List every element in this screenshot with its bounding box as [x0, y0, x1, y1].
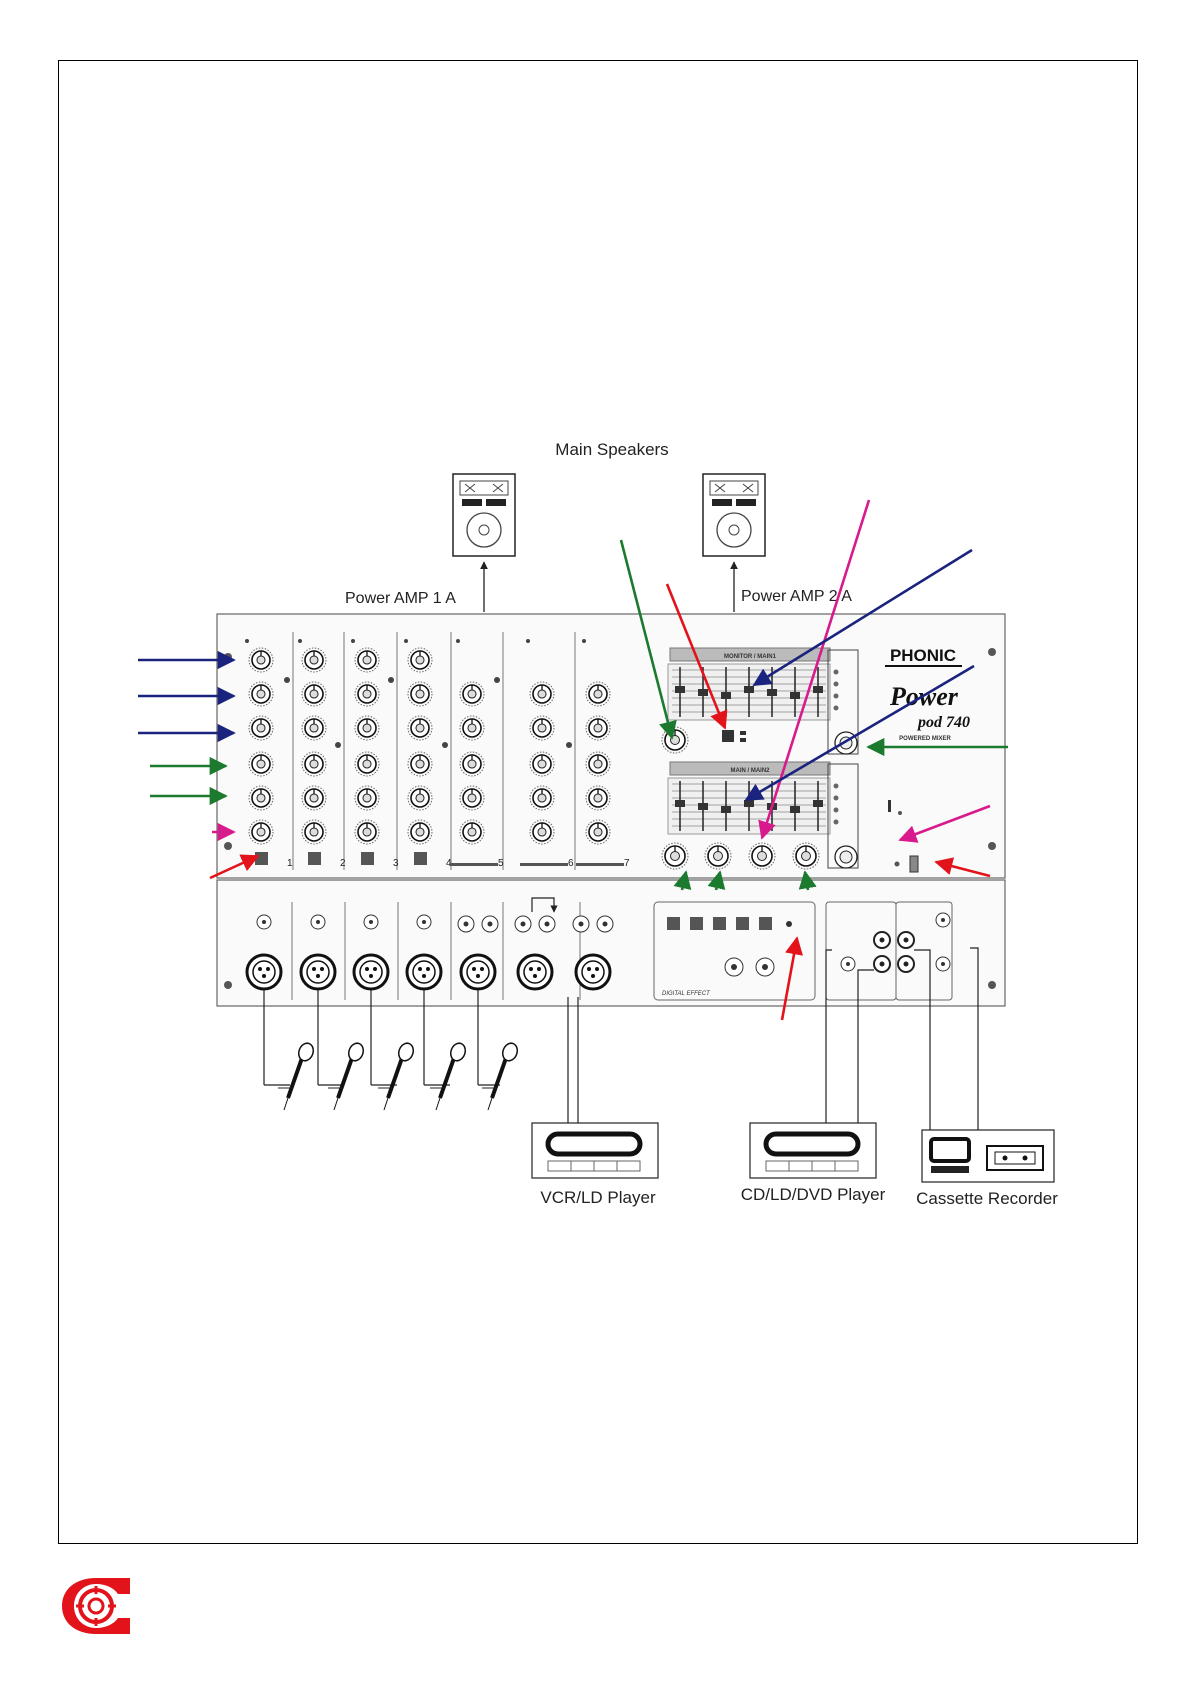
microphone-icon: [278, 1041, 316, 1110]
brand-logo: PHONIC: [890, 646, 956, 665]
digital-effect-label: DIGITAL EFFECT: [662, 991, 711, 997]
microphone-icon: [328, 1041, 366, 1110]
cd-ld-dvd-player: [750, 1123, 876, 1178]
cd-player-label: CD/LD/DVD Player: [741, 1185, 886, 1204]
vcr-ld-player-label: VCR/LD Player: [540, 1188, 656, 1207]
channel-number: 1: [287, 858, 293, 869]
speaker-left: [453, 474, 515, 556]
product-name-model: pod 740: [916, 714, 970, 731]
circle-target-logo-icon: [56, 1574, 136, 1638]
monitor-main-switch: [722, 730, 734, 742]
eq-main-title: MAIN / MAIN2: [731, 768, 771, 774]
power-amp-1-label: Power AMP 1 A: [345, 590, 456, 607]
microphone-icon: [482, 1041, 520, 1110]
channel-number: 7: [624, 858, 630, 869]
channel-number: 3: [393, 858, 399, 869]
cassette-recorder-label: Cassette Recorder: [916, 1189, 1058, 1208]
product-subtitle: POWERED MIXER: [899, 736, 951, 742]
speaker-right: [703, 474, 765, 556]
channel-number: 2: [340, 858, 346, 869]
main-speakers-label: Main Speakers: [555, 440, 668, 459]
microphone-icon: [378, 1041, 416, 1110]
channel-number: 6: [568, 858, 574, 869]
microphone-icon: [430, 1041, 468, 1110]
microphones: [264, 990, 520, 1110]
eq-monitor-title: MONITOR / MAIN1: [724, 654, 777, 660]
channel-number: 5: [498, 858, 504, 869]
eq-monitor-section: MONITOR / MAIN1: [668, 648, 830, 720]
cassette-recorder: [922, 1130, 1054, 1182]
vcr-ld-player: [532, 1123, 658, 1178]
